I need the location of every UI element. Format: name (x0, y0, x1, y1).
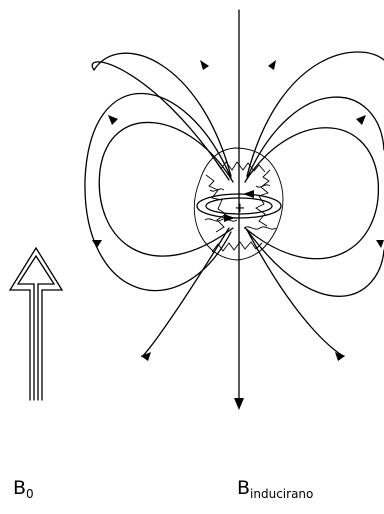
field-line-inner-right (245, 128, 378, 259)
b0-label-sub: 0 (26, 487, 34, 501)
b-induced-label-sub: inducirano (250, 487, 313, 501)
b-induced-label-main: B (237, 477, 250, 499)
arrowhead-4 (356, 115, 366, 125)
field-line-lower-mid-right (247, 230, 384, 296)
arrowhead-5 (92, 240, 102, 248)
b0-arrow-inner (18, 256, 54, 400)
arrowhead-6 (376, 240, 384, 248)
field-line-outer-right (247, 52, 384, 176)
arrowhead-7 (141, 352, 151, 361)
plus-sign: + (235, 201, 246, 216)
field-line-outer-left-top (94, 53, 231, 176)
b0-label-main: B (13, 477, 26, 499)
arrowhead-2 (268, 60, 276, 70)
loop-arrowhead-top (243, 190, 254, 198)
field-line-mid-right (247, 97, 384, 178)
axis-arrowhead (234, 398, 244, 410)
arrowhead-1 (200, 60, 209, 70)
arrowhead-3 (108, 115, 118, 125)
b-induced-label: Binducirano (237, 477, 313, 499)
b0-label: B0 (13, 477, 34, 499)
field-line-inner-left (99, 122, 233, 256)
b0-arrow (10, 248, 62, 400)
